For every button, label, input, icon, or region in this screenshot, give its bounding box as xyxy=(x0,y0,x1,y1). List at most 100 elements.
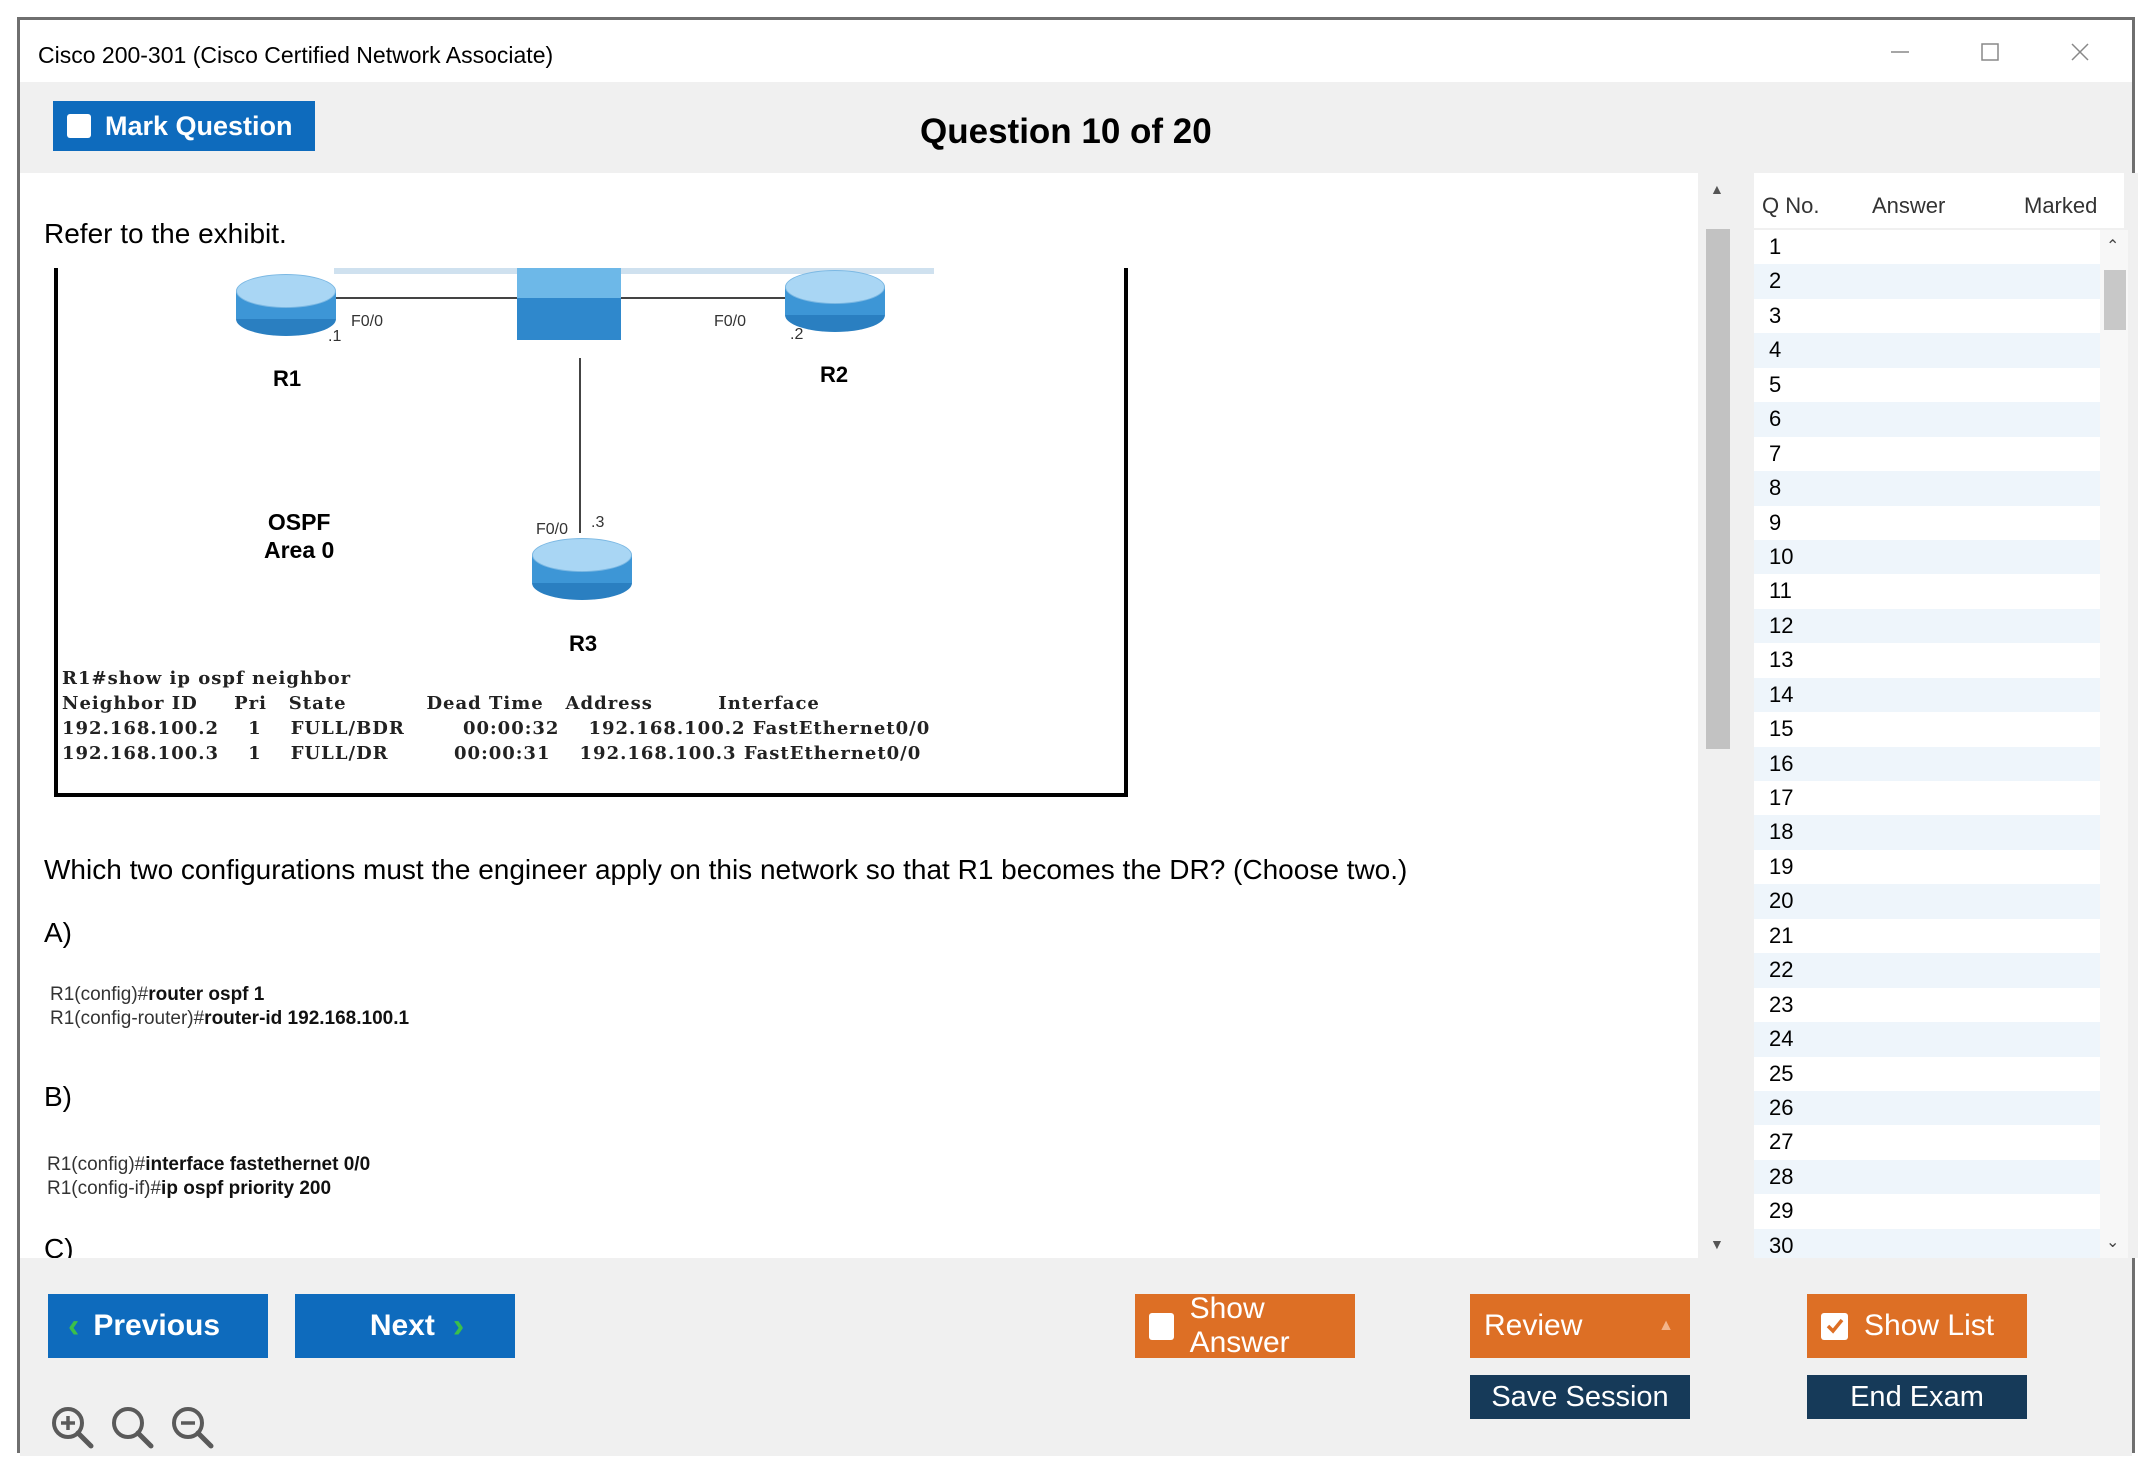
col-answer: Answer xyxy=(1872,193,1946,218)
cli-line-neighbor: 192.168.100.3 1 FULL/DR 00:00:31 192.168… xyxy=(62,743,922,764)
r2-name: R2 xyxy=(820,362,849,387)
show-answer-button[interactable]: Show Answer xyxy=(1135,1292,1355,1359)
question-list-row[interactable]: 17 xyxy=(1769,785,1794,810)
col-qno: Q No. xyxy=(1762,193,1820,218)
zoom-in-icon[interactable] xyxy=(48,1403,96,1451)
next-button[interactable]: Next › xyxy=(295,1294,515,1358)
question-list-row[interactable]: 2 xyxy=(1754,264,2100,299)
r1-port-label: F0/0 xyxy=(351,313,384,330)
question-list-row[interactable]: 30 xyxy=(1754,1228,2100,1258)
checkbox-checked-icon xyxy=(1821,1312,1848,1340)
scroll-thumb[interactable] xyxy=(1706,229,1730,749)
previous-button[interactable]: ‹ Previous xyxy=(48,1294,268,1358)
question-list-row[interactable]: 16 xyxy=(1754,746,2100,781)
maximize-button[interactable] xyxy=(1960,32,2020,72)
r1-name: R1 xyxy=(273,366,302,391)
r3-ip-label: .3 xyxy=(591,514,605,531)
question-list-row[interactable]: 19 xyxy=(1769,853,1794,879)
option-b-label[interactable]: B) xyxy=(44,1081,72,1112)
ospf-area-label: OSPF Area 0 xyxy=(264,508,334,564)
zoom-out-icon[interactable] xyxy=(168,1403,216,1451)
checkbox-icon xyxy=(1149,1312,1174,1340)
question-list-row[interactable]: 11 xyxy=(1769,578,1792,604)
question-list-row[interactable]: 20 xyxy=(1754,884,2100,919)
close-button[interactable] xyxy=(2050,32,2110,72)
question-list-row[interactable]: 12 xyxy=(1754,608,2100,644)
ospf-label: OSPF xyxy=(267,509,331,535)
question-list-row[interactable]: 15 xyxy=(1769,716,1794,742)
chevron-right-icon: › xyxy=(452,1306,465,1345)
mark-question-label: Mark Question xyxy=(105,110,293,141)
exhibit-image: F0/0 .1 R1 F0/0 .2 R2 OSPF Area 0 F0/0 .… xyxy=(54,268,1128,797)
show-list-label: Show List xyxy=(1864,1309,1995,1342)
show-answer-label: Show Answer xyxy=(1189,1292,1290,1359)
scroll-down-icon[interactable]: ▼ xyxy=(1710,1236,1724,1252)
question-text: Which two configurations must the engine… xyxy=(44,854,1408,885)
chevron-down-icon[interactable]: ⌄ xyxy=(2106,1234,2120,1251)
question-list-row[interactable]: 5 xyxy=(1769,371,1782,397)
caret-up-icon: ▲ xyxy=(1658,1317,1674,1334)
question-list-row[interactable]: 13 xyxy=(1769,647,1794,673)
cli-line-command: R1#show ip ospf neighbor xyxy=(62,668,352,689)
chevron-left-icon: ‹ xyxy=(68,1306,80,1345)
r2-port-label: F0/0 xyxy=(714,313,747,330)
save-session-button[interactable]: Save Session xyxy=(1470,1375,1690,1419)
zoom-reset-icon[interactable] xyxy=(108,1403,156,1451)
router-r2-icon xyxy=(785,270,885,332)
review-button[interactable]: Review ▲ xyxy=(1470,1294,1690,1358)
mark-question-button[interactable]: Mark Question xyxy=(53,101,315,151)
question-list-row[interactable]: 28 xyxy=(1754,1159,2100,1195)
question-list-row[interactable]: 23 xyxy=(1769,991,1794,1017)
option-a-label[interactable]: A) xyxy=(44,917,72,948)
question-list-row[interactable]: 27 xyxy=(1769,1129,1794,1155)
checkbox-icon xyxy=(67,114,91,138)
show-list-button[interactable]: Show List xyxy=(1807,1294,2027,1358)
list-scroll-thumb[interactable] xyxy=(2104,270,2126,330)
question-list-scrollbar[interactable]: ⌃ ⌄ xyxy=(2100,230,2128,1258)
question-list-row[interactable]: 22 xyxy=(1754,953,2100,988)
question-list-row[interactable]: 26 xyxy=(1754,1090,2100,1126)
question-header: Mark Question Question 10 of 20 xyxy=(20,82,2132,173)
r3-name: R3 xyxy=(569,631,598,656)
switch-icon xyxy=(517,268,621,340)
scroll-up-icon[interactable]: ▲ xyxy=(1710,181,1724,197)
question-list-row[interactable]: 9 xyxy=(1769,509,1782,535)
question-list-row[interactable]: 24 xyxy=(1754,1022,2100,1057)
previous-label: Previous xyxy=(93,1309,221,1342)
refer-text: Refer to the exhibit. xyxy=(44,218,287,249)
question-list-row[interactable]: 3 xyxy=(1769,302,1782,328)
content-scrollbar[interactable]: ▲ ▼ xyxy=(1698,173,1736,1258)
next-label: Next xyxy=(369,1309,435,1342)
question-list-row[interactable]: 29 xyxy=(1769,1198,1794,1224)
area-label: Area 0 xyxy=(264,537,335,563)
title-bar: Cisco 200-301 (Cisco Certified Network A… xyxy=(20,20,2132,82)
question-content: Refer to the exhibit. F0/0 .1 R1 xyxy=(20,173,1698,1258)
question-list-row[interactable]: 21 xyxy=(1769,922,1794,948)
window-title: Cisco 200-301 (Cisco Certified Network A… xyxy=(38,42,554,68)
chevron-up-icon[interactable]: ⌃ xyxy=(2106,238,2120,255)
router-r3-icon xyxy=(532,538,632,600)
question-list-row[interactable]: 8 xyxy=(1754,471,2100,506)
option-b-config: R1(config)#interface fastethernet 0/0 R1… xyxy=(47,1154,371,1199)
option-a-config: R1(config)#router ospf 1 R1(config-route… xyxy=(50,984,410,1029)
option-c-label[interactable]: C) xyxy=(44,1233,74,1258)
r2-ip-label: .2 xyxy=(790,326,804,343)
end-exam-button[interactable]: End Exam xyxy=(1807,1375,2027,1419)
question-list-row[interactable]: 7 xyxy=(1769,440,1782,466)
save-session-label: Save Session xyxy=(1491,1380,1669,1413)
question-list-row[interactable]: 6 xyxy=(1754,402,2100,437)
question-list-row[interactable]: 18 xyxy=(1754,815,2100,850)
minimize-button[interactable] xyxy=(1870,32,1930,72)
router-r1-icon xyxy=(236,274,336,336)
col-marked: Marked xyxy=(2024,193,2098,218)
r3-port-label: F0/0 xyxy=(536,521,569,538)
question-list-row[interactable]: 1 xyxy=(1769,234,1782,259)
question-list-row[interactable]: 10 xyxy=(1754,539,2100,575)
question-list-row[interactable]: 25 xyxy=(1769,1060,1794,1086)
question-list-row[interactable]: 14 xyxy=(1754,677,2100,713)
cli-line-header: Neighbor ID Pri State Dead Time Address … xyxy=(62,693,820,714)
cli-line-neighbor: 192.168.100.2 1 FULL/BDR 00:00:32 192.16… xyxy=(62,718,931,739)
question-list-row[interactable]: 4 xyxy=(1754,333,2100,368)
app-window: Cisco 200-301 (Cisco Certified Network A… xyxy=(17,17,2138,1456)
